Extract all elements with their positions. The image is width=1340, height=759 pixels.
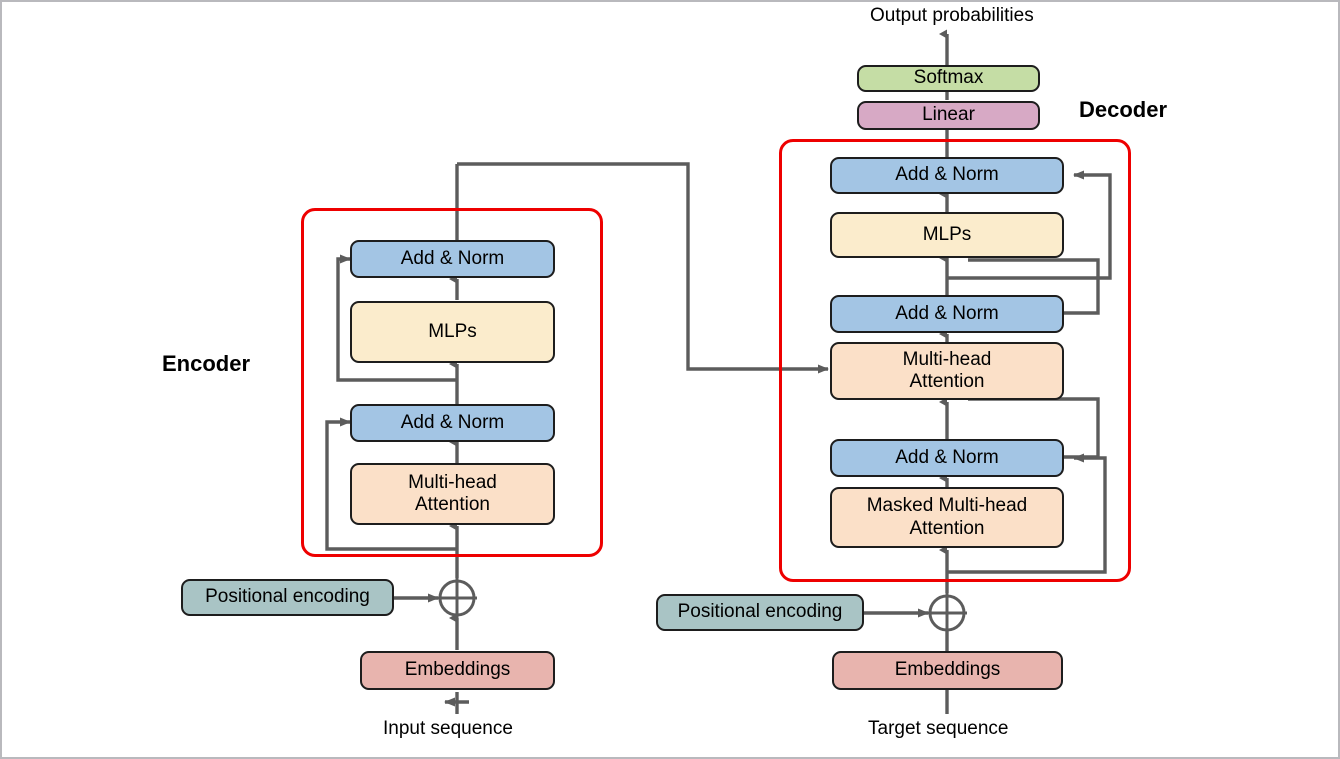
encoder-add-norm-1[interactable]: Add & Norm xyxy=(350,404,555,442)
encoder-add-norm-2[interactable]: Add & Norm xyxy=(350,240,555,278)
encoder-embeddings[interactable]: Embeddings xyxy=(360,651,555,690)
encoder-input-label: Input sequence xyxy=(383,718,513,739)
decoder-label: Decoder xyxy=(1079,97,1168,122)
encoder-mlps[interactable]: MLPs xyxy=(350,301,555,363)
decoder-masked-attention[interactable]: Masked Multi-head Attention xyxy=(830,487,1064,548)
linear-block[interactable]: Linear xyxy=(857,101,1040,130)
decoder-plus-circle-icon xyxy=(927,593,967,633)
decoder-add-norm-1[interactable]: Add & Norm xyxy=(830,439,1064,477)
decoder-add-norm-2[interactable]: Add & Norm xyxy=(830,295,1064,333)
decoder-positional-encoding[interactable]: Positional encoding xyxy=(656,594,864,631)
encoder-plus-circle-icon xyxy=(437,578,477,618)
decoder-cross-attention[interactable]: Multi-head Attention xyxy=(830,342,1064,400)
encoder-label: Encoder xyxy=(162,351,251,376)
decoder-input-label: Target sequence xyxy=(868,718,1009,739)
softmax-block[interactable]: Softmax xyxy=(857,65,1040,92)
output-probabilities-label: Output probabilities xyxy=(870,5,1034,26)
decoder-mlps[interactable]: MLPs xyxy=(830,212,1064,258)
decoder-add-norm-3[interactable]: Add & Norm xyxy=(830,157,1064,194)
decoder-embeddings[interactable]: Embeddings xyxy=(832,651,1063,690)
encoder-group-box xyxy=(301,208,603,557)
encoder-positional-encoding[interactable]: Positional encoding xyxy=(181,579,394,616)
encoder-attention[interactable]: Multi-head Attention xyxy=(350,463,555,525)
